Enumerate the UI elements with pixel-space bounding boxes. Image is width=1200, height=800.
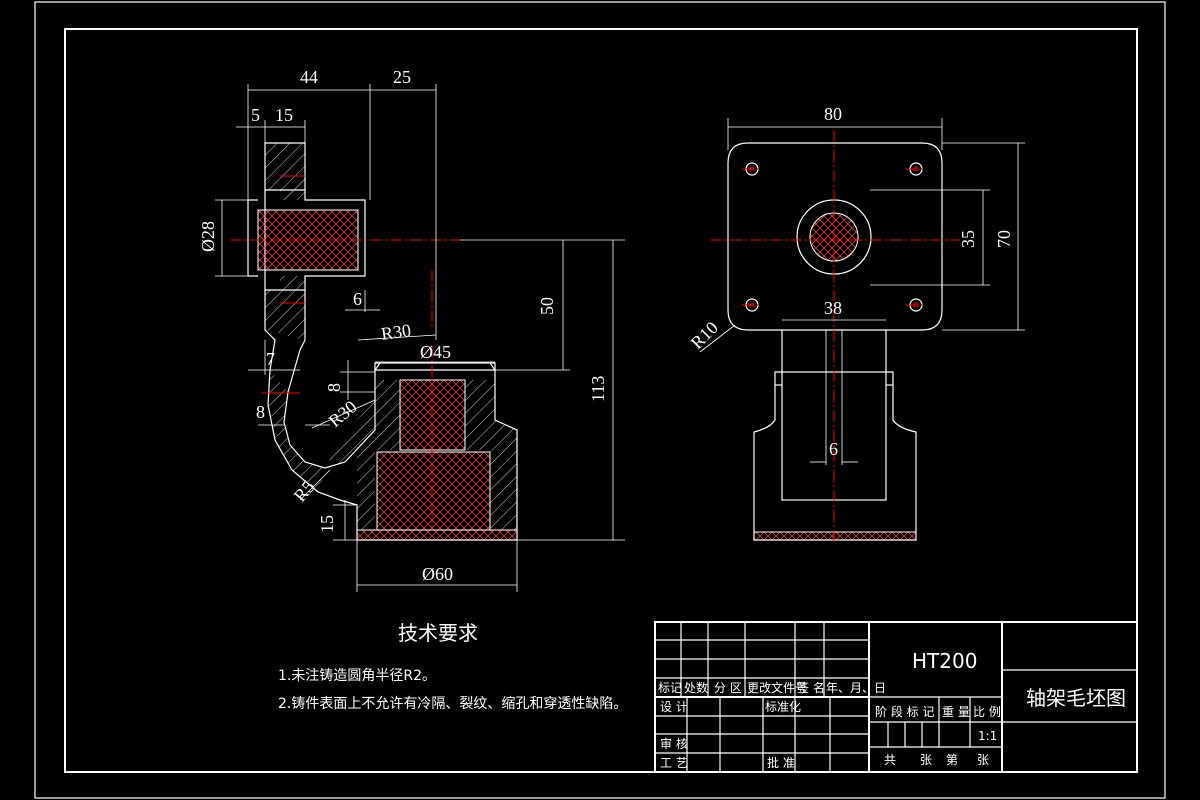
dim-50: 50	[537, 297, 557, 315]
tb-page: 第	[946, 753, 958, 767]
outer-border	[34, 1, 1166, 799]
tb-count: 处数	[684, 680, 708, 695]
tb-date: 年、月、日	[826, 681, 886, 695]
dim-8-left: 8	[256, 402, 265, 422]
tb-process: 工 艺	[660, 756, 688, 770]
tb-sign: 签 名	[797, 680, 825, 695]
tb-sheet1: 张	[920, 753, 932, 767]
tb-scale: 1:1	[978, 729, 997, 743]
dim-r10: R10	[687, 317, 722, 352]
dim-15-bottom: 15	[317, 515, 337, 533]
dim-38: 38	[824, 298, 842, 318]
dim-6-right: 6	[829, 439, 838, 459]
tb-scale-label: 比 例	[973, 705, 1001, 719]
tb-total: 共	[884, 753, 896, 767]
front-view	[699, 118, 1025, 545]
dim-7: 7	[266, 349, 275, 369]
tb-approve: 批 准	[767, 755, 795, 770]
dim-r30-upper: R30	[380, 320, 413, 344]
title-block	[654, 621, 1138, 773]
dim-8-right: 8	[324, 383, 344, 392]
side-section-view	[215, 84, 625, 592]
tb-zone: 分 区	[714, 681, 742, 695]
dim-25: 25	[393, 67, 411, 87]
tb-weight: 重 量	[942, 705, 970, 719]
tb-docno: 更改文件号	[747, 680, 807, 695]
dim-44: 44	[300, 67, 318, 87]
tech-item-1: 1.未注铸造圆角半径R2。	[278, 668, 436, 684]
dim-dia-28: Ø28	[198, 221, 218, 252]
tb-design: 设 计	[660, 700, 688, 714]
dim-15-top: 15	[275, 105, 293, 125]
dim-5: 5	[251, 105, 260, 125]
tb-sheet2: 张	[977, 753, 989, 767]
tb-stage-mark: 阶 段 标 记	[875, 704, 934, 719]
inner-frame	[64, 28, 1138, 773]
dim-dia-45: Ø45	[420, 342, 451, 362]
tb-review: 审 核	[660, 736, 688, 751]
dim-35: 35	[958, 230, 978, 248]
dim-113: 113	[588, 376, 608, 402]
tb-standard: 标准化	[765, 700, 801, 714]
dim-dia-60: Ø60	[422, 564, 453, 584]
tb-mark: 标记	[658, 681, 682, 695]
material-label: HT200	[912, 649, 977, 673]
dim-6-left: 6	[353, 289, 362, 309]
dim-70: 70	[994, 230, 1014, 248]
drawing-name: 轴架毛坯图	[1026, 686, 1126, 710]
tech-item-2: 2.铸件表面上不允许有冷隔、裂纹、缩孔和穿透性缺陷。	[278, 696, 627, 712]
tech-title: 技术要求	[398, 621, 478, 645]
dim-80: 80	[824, 104, 842, 124]
